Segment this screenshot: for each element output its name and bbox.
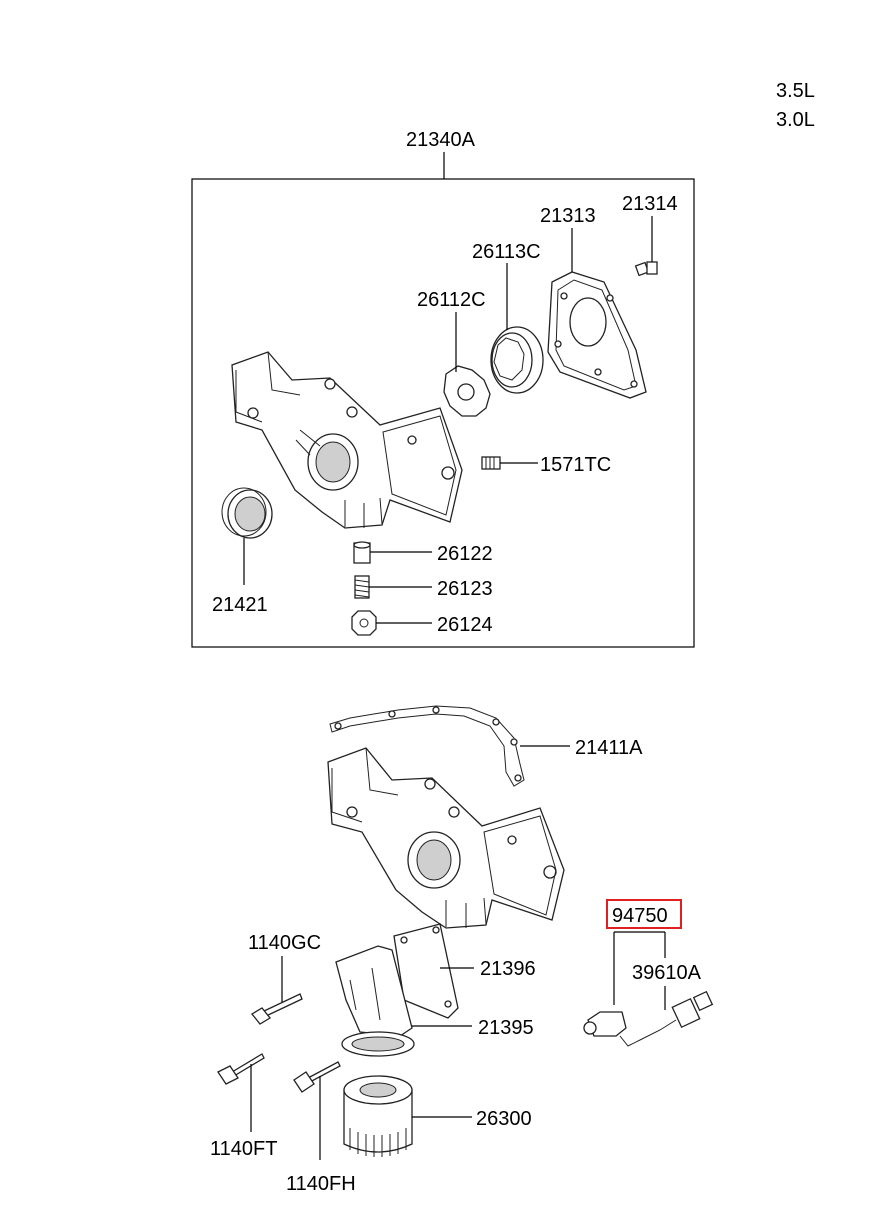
label-26113c[interactable]: 26113C [472,241,541,263]
oil-filter-26300-drawing [343,1075,413,1157]
plunger-26122-drawing [353,541,371,564]
label-1140ft[interactable]: 1140FT [210,1138,277,1160]
label-1140gc[interactable]: 1140GC [248,932,321,954]
plug-1571tc-drawing [481,456,501,470]
seal-21421-drawing [221,487,273,539]
bolt-1140ft-drawing [217,1053,265,1085]
screw-21314-drawing [634,261,658,277]
spring-26123-drawing [354,575,370,599]
label-21314[interactable]: 21314 [622,193,678,215]
cover-plate-drawing [547,271,647,399]
label-26122[interactable]: 26122 [437,543,493,565]
variant-label-3-0l: 3.0L [776,109,815,131]
bolt-1140fh-drawing [293,1061,341,1093]
bolt-1140gc-drawing [251,993,303,1025]
inner-rotor-drawing [443,365,491,417]
oil-pump-housing-lower-drawing [327,747,565,929]
label-1571tc[interactable]: 1571TC [540,454,611,476]
highlight-box-94750 [606,899,682,929]
label-21396[interactable]: 21396 [480,958,536,980]
oil-pump-housing-drawing [231,351,463,529]
label-26124[interactable]: 26124 [437,614,493,636]
label-21421[interactable]: 21421 [212,594,268,616]
assembly-box [191,178,695,648]
label-1140fh[interactable]: 1140FH [286,1173,356,1195]
label-26123[interactable]: 26123 [437,578,493,600]
pressure-switch-drawing [583,990,714,1047]
assembly-label[interactable]: 21340A [406,129,476,151]
gasket-21411a-drawing [329,705,525,787]
label-39610a[interactable]: 39610A [632,962,702,984]
outer-rotor-drawing [490,326,544,394]
label-26112c[interactable]: 26112C [417,289,486,311]
label-21313[interactable]: 21313 [540,205,596,227]
label-26300[interactable]: 26300 [476,1108,532,1130]
plug-26124-drawing [351,610,377,636]
strainer-21395-drawing [335,945,415,1057]
label-94750[interactable]: 94750 [612,905,668,927]
label-21411a[interactable]: 21411A [575,737,643,759]
variant-label-3-5l: 3.5L [776,80,815,102]
label-21395[interactable]: 21395 [478,1017,534,1039]
